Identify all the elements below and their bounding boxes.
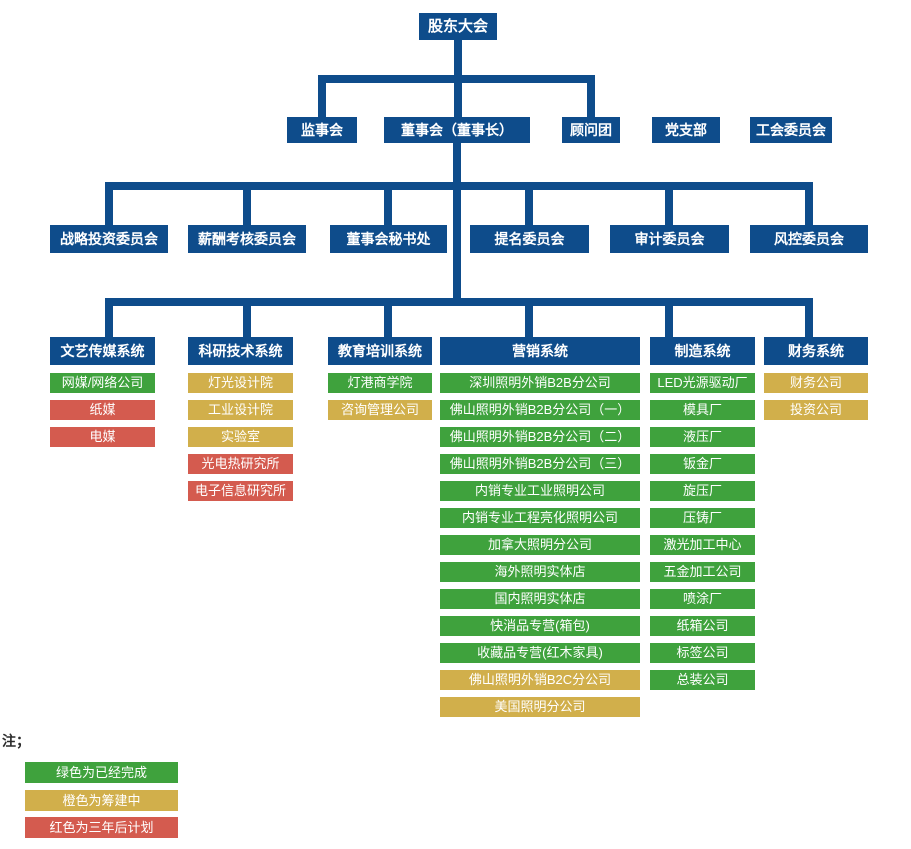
org-item-col3-9: 快消品专营(箱包): [440, 616, 640, 636]
org-item-col5-1: 投资公司: [764, 400, 868, 420]
system-header-5: 财务系统: [764, 337, 868, 365]
system-header-1: 科研技术系统: [188, 337, 293, 365]
org-item-col4-10: 标签公司: [650, 643, 755, 663]
org-item-col3-10: 收藏品专营(红木家具): [440, 643, 640, 663]
org-item-col0-0: 网媒/网络公司: [50, 373, 155, 393]
org-item-col5-0: 财务公司: [764, 373, 868, 393]
org-item-col1-1: 工业设计院: [188, 400, 293, 420]
org-box-level2-3: 党支部: [652, 117, 720, 143]
legend-note: 注；: [2, 733, 30, 749]
org-item-col3-12: 美国照明分公司: [440, 697, 640, 717]
org-item-col1-0: 灯光设计院: [188, 373, 293, 393]
org-item-col3-5: 内销专业工程亮化照明公司: [440, 508, 640, 528]
org-item-col4-11: 总装公司: [650, 670, 755, 690]
org-item-col3-1: 佛山照明外销B2B分公司（一）: [440, 400, 640, 420]
org-item-col4-4: 旋压厂: [650, 481, 755, 501]
org-box-committee-3: 提名委员会: [470, 225, 589, 253]
org-item-col3-4: 内销专业工业照明公司: [440, 481, 640, 501]
org-item-col4-9: 纸箱公司: [650, 616, 755, 636]
org-item-col4-0: LED光源驱动厂: [650, 373, 755, 393]
org-item-col4-8: 喷涂厂: [650, 589, 755, 609]
org-item-col1-2: 实验室: [188, 427, 293, 447]
org-box-committee-5: 风控委员会: [750, 225, 868, 253]
org-item-col3-3: 佛山照明外销B2B分公司（三）: [440, 454, 640, 474]
system-header-4: 制造系统: [650, 337, 755, 365]
org-item-col4-2: 液压厂: [650, 427, 755, 447]
org-item-col4-7: 五金加工公司: [650, 562, 755, 582]
org-box-committee-0: 战略投资委员会: [50, 225, 168, 253]
org-item-col3-2: 佛山照明外销B2B分公司（二）: [440, 427, 640, 447]
org-item-col3-11: 佛山照明外销B2C分公司: [440, 670, 640, 690]
org-item-col1-4: 电子信息研究所: [188, 481, 293, 501]
legend-entry-2: 红色为三年后计划: [25, 817, 178, 838]
org-item-col2-1: 咨询管理公司: [328, 400, 432, 420]
org-item-col3-0: 深圳照明外销B2B分公司: [440, 373, 640, 393]
system-header-3: 营销系统: [440, 337, 640, 365]
org-item-col4-1: 模具厂: [650, 400, 755, 420]
org-item-col3-7: 海外照明实体店: [440, 562, 640, 582]
org-item-col0-1: 纸媒: [50, 400, 155, 420]
org-item-col4-5: 压铸厂: [650, 508, 755, 528]
legend-entry-1: 橙色为筹建中: [25, 790, 178, 811]
org-box-level2-4: 工会委员会: [750, 117, 832, 143]
org-box-level2-2: 顾问团: [562, 117, 620, 143]
org-box-level2-1: 董事会（董事长）: [384, 117, 530, 143]
org-item-col2-0: 灯港商学院: [328, 373, 432, 393]
org-item-col3-6: 加拿大照明分公司: [440, 535, 640, 555]
org-box-committee-1: 薪酬考核委员会: [188, 225, 306, 253]
org-box-level2-0: 监事会: [287, 117, 357, 143]
org-item-col3-8: 国内照明实体店: [440, 589, 640, 609]
org-item-col0-2: 电媒: [50, 427, 155, 447]
system-header-0: 文艺传媒系统: [50, 337, 155, 365]
system-header-2: 教育培训系统: [328, 337, 432, 365]
org-item-col4-6: 激光加工中心: [650, 535, 755, 555]
org-item-col1-3: 光电热研究所: [188, 454, 293, 474]
org-box-committee-2: 董事会秘书处: [330, 225, 447, 253]
org-item-col4-3: 钣金厂: [650, 454, 755, 474]
org-box-root: 股东大会: [419, 13, 497, 40]
legend-entry-0: 绿色为已经完成: [25, 762, 178, 783]
org-box-committee-4: 审计委员会: [610, 225, 729, 253]
